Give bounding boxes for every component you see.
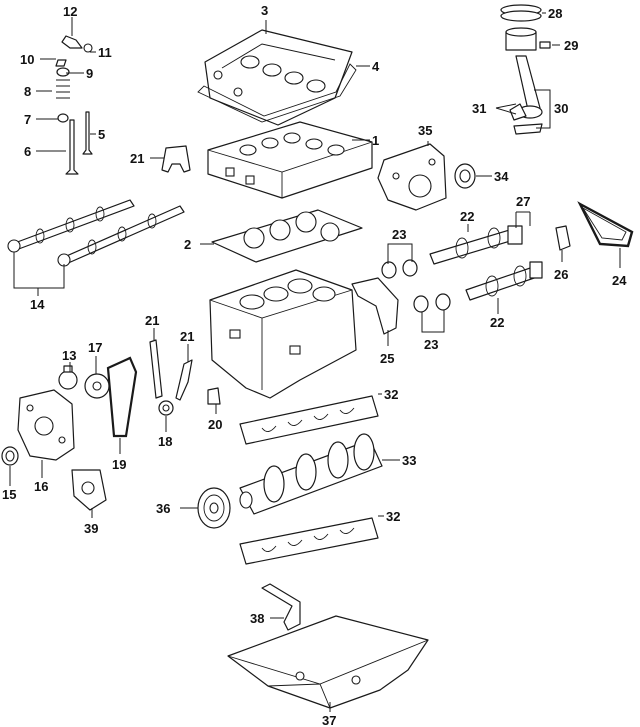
cam-bearing-cap	[161, 145, 191, 173]
crank-seal	[1, 446, 19, 466]
callout-15: 15	[2, 487, 16, 502]
chain-tensioner	[58, 365, 78, 390]
piston-rings	[500, 4, 542, 22]
timing-chain-guide-left	[149, 339, 163, 399]
timing-chain-guide-right	[175, 359, 193, 401]
callout-26: 26	[554, 267, 568, 282]
main-bearings-upper	[239, 395, 379, 445]
piston	[505, 27, 551, 51]
valve-cover-gasket	[197, 63, 357, 123]
balance-shaft-sensor	[555, 225, 571, 251]
callout-29: 29	[564, 38, 578, 53]
callout-24: 24	[612, 273, 627, 288]
balance-shaft-upper	[429, 225, 523, 265]
callout-1: 1	[372, 133, 379, 148]
callout-32-upper: 32	[384, 387, 398, 402]
idler-sprocket	[158, 400, 174, 416]
callout-14: 14	[30, 297, 45, 312]
callout-30: 30	[554, 101, 568, 116]
callout-31: 31	[472, 101, 486, 116]
callout-12: 12	[63, 4, 77, 19]
callout-22-lower: 22	[490, 315, 504, 330]
callout-35: 35	[418, 123, 432, 138]
balance-shaft-bearings-upper	[381, 259, 418, 279]
callout-10: 10	[20, 52, 34, 67]
timing-chain	[106, 356, 138, 438]
callout-32-lower: 32	[386, 509, 400, 524]
valve-cover	[204, 29, 353, 126]
callout-3: 3	[261, 3, 268, 18]
callout-19: 19	[112, 457, 126, 472]
crank-sprocket	[84, 373, 110, 399]
callout-27: 27	[516, 194, 530, 209]
callout-22-upper: 22	[460, 209, 474, 224]
callout-23-upper: 23	[392, 227, 406, 242]
head-gasket	[211, 209, 363, 263]
callout-25: 25	[380, 351, 394, 366]
callout-23-lower: 23	[424, 337, 438, 352]
engine-block	[209, 269, 357, 399]
callout-33: 33	[402, 453, 416, 468]
oil-pump	[71, 469, 107, 511]
callout-20: 20	[208, 417, 222, 432]
callout-13: 13	[62, 348, 76, 363]
callout-34: 34	[494, 169, 509, 184]
callout-8: 8	[24, 84, 31, 99]
connecting-rod	[509, 55, 543, 135]
crankshaft	[239, 433, 383, 515]
balance-shaft-bearings-lower	[413, 293, 451, 313]
oil-pan	[227, 615, 429, 709]
callout-2: 2	[184, 237, 191, 252]
callout-38: 38	[250, 611, 264, 626]
cylinder-head	[207, 121, 373, 199]
front-cover	[17, 389, 75, 461]
timing-cover	[377, 143, 447, 211]
callout-6: 6	[24, 144, 31, 159]
callout-11: 11	[98, 45, 112, 60]
front-seal	[454, 163, 476, 189]
valve-train	[55, 35, 93, 175]
callout-36: 36	[156, 501, 170, 516]
callout-21-guide-left: 21	[145, 313, 159, 328]
callout-9: 9	[86, 66, 93, 81]
crank-pulley	[197, 487, 231, 529]
callout-21-cap: 21	[130, 151, 144, 166]
balance-shaft-chain	[577, 201, 634, 248]
balance-shaft-bracket	[351, 277, 399, 335]
callout-21-guide-right: 21	[180, 329, 194, 344]
leader-lines	[9, 12, 621, 712]
camshafts	[7, 199, 185, 267]
callout-7: 7	[24, 112, 31, 127]
callout-5: 5	[98, 127, 105, 142]
sensor-bracket	[207, 387, 221, 405]
callout-16: 16	[34, 479, 48, 494]
callout-labels: 1 2 3 4 5 6 7 8 9 10 11 12 13 14 15 16 1…	[2, 3, 627, 727]
callout-39: 39	[84, 521, 98, 536]
oil-pickup-tube	[261, 583, 301, 631]
callout-28: 28	[548, 6, 562, 21]
callout-4: 4	[372, 59, 380, 74]
callout-37: 37	[322, 713, 336, 727]
balance-shaft-lower	[465, 261, 543, 301]
callout-17: 17	[88, 340, 102, 355]
callout-18: 18	[158, 434, 172, 449]
main-bearings-lower	[239, 517, 379, 565]
